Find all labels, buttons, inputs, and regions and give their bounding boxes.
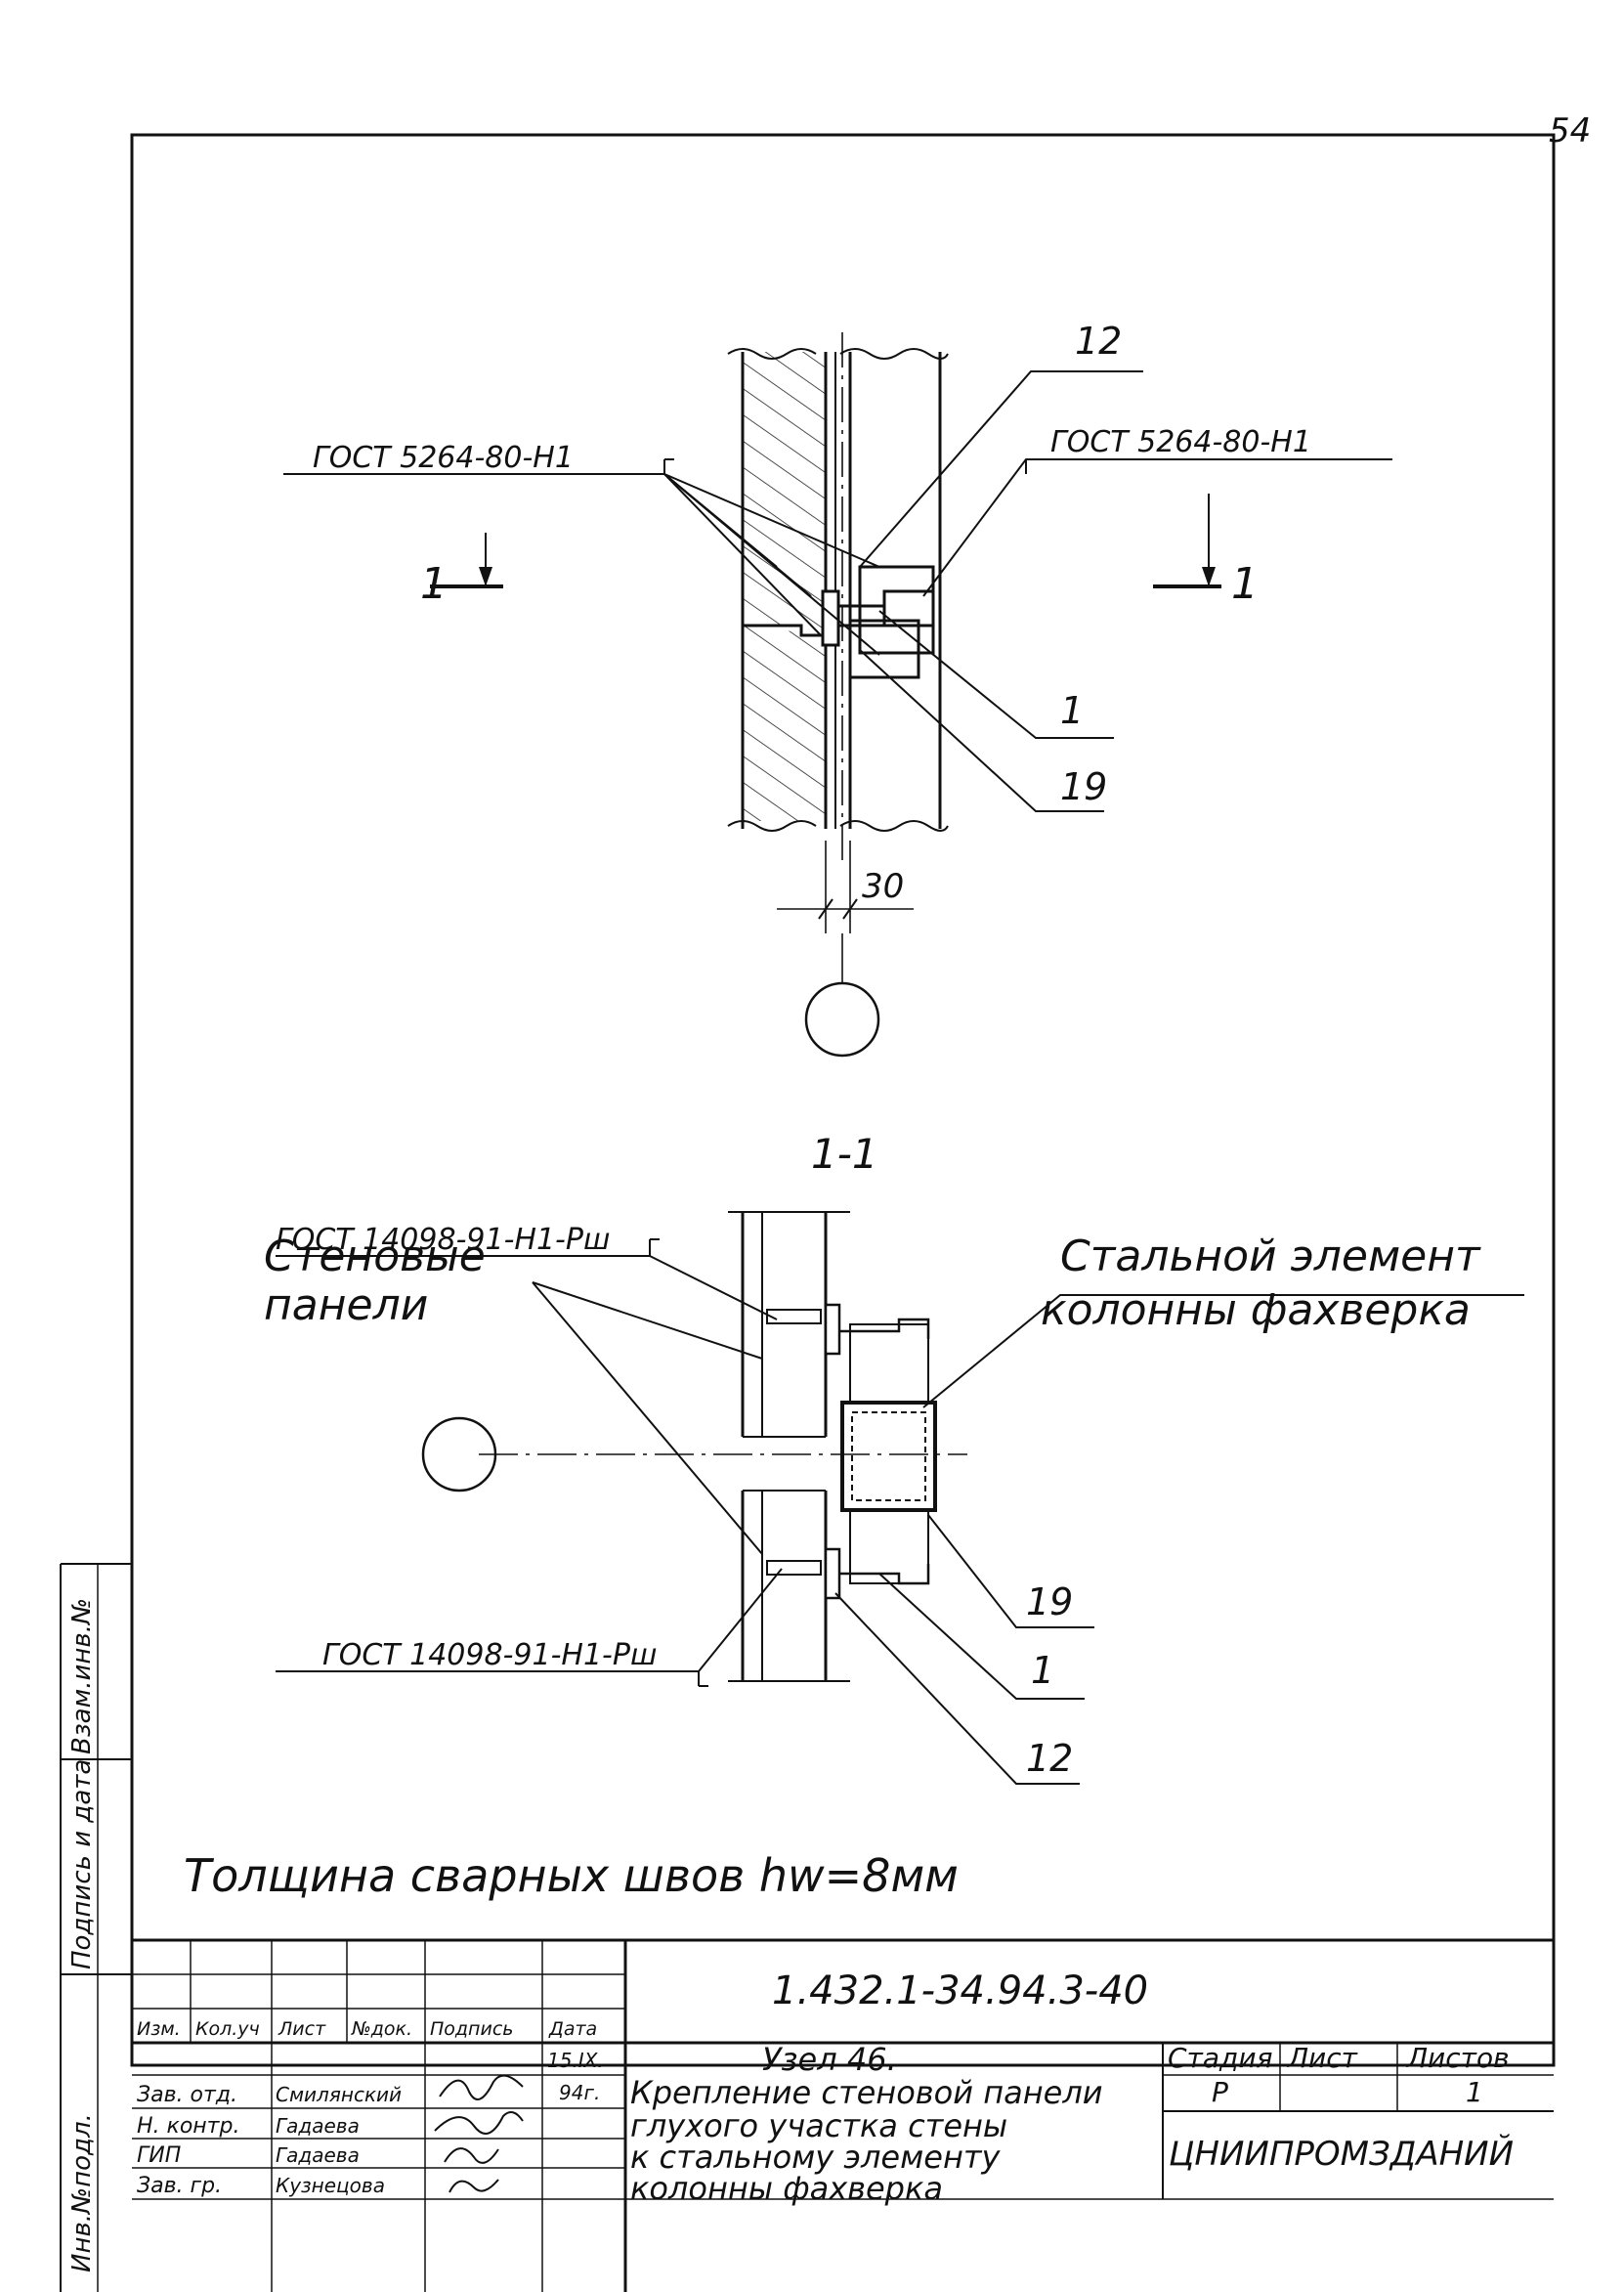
section-mark-right: 1 [1231,559,1259,609]
row-name-1: Смилянский [276,2083,402,2106]
title-line-5: колонны фахверка [630,2170,943,2207]
detail-marker-circle [804,981,880,1058]
row-role-3: ГИП [137,2143,181,2168]
row-role-1: Зав. отд. [137,2083,237,2107]
row-name-2: Гадаева [276,2114,360,2138]
title-line-3: глухого участка стены [630,2107,1007,2144]
gost-right-label: ГОСТ 5264-80-Н1 [1050,425,1311,459]
row-role-4: Зав. гр. [137,2174,222,2198]
steel-element-label-1: Стальной элемент [1060,1232,1481,1281]
callout-19-section: 19 [1026,1580,1073,1623]
signature-4 [449,2179,499,2193]
doc-code: 1.432.1-34.94.3-40 [772,1968,1148,2013]
wall-panel-upper-hatched [743,352,826,743]
date-line-1: 15.IX. [547,2049,604,2072]
top-detail: ГОСТ 5264-80-Н1 ГОСТ 5264-80-Н1 12 1 19 … [283,320,1392,1058]
hdr-kol-uch: Кол.уч [195,2018,260,2040]
gost-left-label: ГОСТ 5264-80-Н1 [313,441,574,475]
gost-section-top: ГОСТ 14098-91-Н1-Рш [276,1223,610,1257]
sheets-header: Листов [1406,2042,1510,2074]
hdr-data: Дата [548,2018,597,2040]
hdr-ndok: №док. [351,2018,412,2040]
wall-panels-label-2: панели [264,1280,428,1330]
drawing-frame [130,133,1556,2067]
title-line-4: к стальному элементу [630,2139,1002,2176]
gost-section-bottom: ГОСТ 14098-91-Н1-Рш [322,1638,657,1672]
section-detail: 1-1 [264,1130,1524,1785]
section-title: 1-1 [811,1130,878,1178]
row-name-4: Кузнецова [276,2174,385,2197]
stage-value: Р [1212,2076,1228,2108]
signature-2 [434,2111,524,2135]
callout-1-top: 1 [1060,689,1084,732]
title-line-1: Узел 46. [762,2041,897,2078]
org-name: ЦНИИПРОМЗДАНИЙ [1169,2134,1514,2174]
signature-3 [444,2147,499,2164]
callout-12-section: 12 [1026,1737,1073,1780]
title-line-2: Крепление стеновой панели [630,2074,1103,2111]
callout-12-top: 12 [1075,320,1122,363]
side-stamp: Взам.инв.№ Подпись и дата Инв.№подл. [60,1563,132,2292]
dimension-30: 30 [862,867,904,906]
sheets-value: 1 [1466,2076,1483,2108]
hdr-list: Лист [278,2018,326,2040]
wall-panel-lower-hatched [743,743,826,821]
section-mark-left: 1 [420,559,448,609]
row-role-2: Н. контр. [137,2114,239,2139]
sheet-header: Лист [1287,2042,1358,2074]
stage-header: Стадия [1168,2042,1272,2074]
wall-panels-label-1: Стеновые [264,1232,486,1281]
stamp-inv-podl: Инв.№подл. [67,2113,97,2272]
steel-column-tube [840,1401,937,1512]
stamp-vzam-inv: Взам.инв.№ [67,1598,97,1754]
callout-1-section: 1 [1031,1649,1054,1692]
weld-thickness-note: Толщина сварных швов hw=8мм [184,1849,959,1902]
stamp-podpis-data: Подпись и дата [67,1759,97,1969]
callout-19-top: 19 [1060,765,1107,808]
hdr-izm: Изм. [137,2018,181,2040]
steel-element-label-2: колонны фахверка [1041,1285,1471,1335]
title-block: 1.432.1-34.94.3-40 Изм. Кол.уч Лист №док… [132,1938,1554,2292]
hdr-podpis: Подпись [430,2018,513,2040]
date-line-2: 94г. [559,2081,600,2104]
page-number: 54 [1549,111,1591,151]
signature-1 [439,2074,524,2100]
section-marker-circle [421,1416,497,1492]
row-name-3: Гадаева [276,2143,360,2167]
